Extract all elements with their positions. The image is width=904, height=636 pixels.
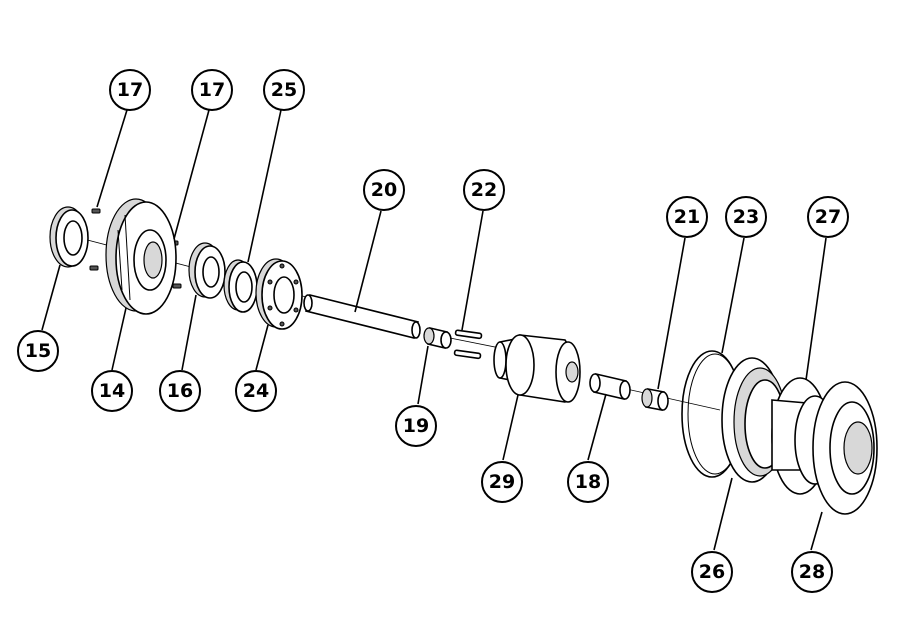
part-25-bearing-ring xyxy=(223,259,258,313)
callout-24: 24 xyxy=(235,370,277,412)
part-18-tube xyxy=(589,373,631,400)
callout-label: 28 xyxy=(799,561,825,583)
callout-label: 14 xyxy=(99,380,125,402)
part-20-shaft xyxy=(303,294,421,339)
callout-16: 16 xyxy=(159,370,201,412)
callout-29: 29 xyxy=(481,461,523,503)
part-28-end-cap xyxy=(812,381,878,515)
callout-14: 14 xyxy=(91,370,133,412)
part-14-housing xyxy=(105,198,177,315)
callout-21: 21 xyxy=(666,196,708,238)
callout-label: 18 xyxy=(575,471,601,493)
callout-label: 23 xyxy=(733,206,759,228)
callout-label: 27 xyxy=(815,206,841,228)
callout-28: 28 xyxy=(791,551,833,593)
part-16-spline-ring xyxy=(188,242,226,299)
part-29-hub xyxy=(493,334,581,403)
part-21-bushing xyxy=(641,388,669,411)
callout-20: 20 xyxy=(363,169,405,211)
part-22-pins xyxy=(453,329,483,360)
callout-26: 26 xyxy=(691,551,733,593)
callout-15: 15 xyxy=(17,330,59,372)
callout-17-top-left: 17 xyxy=(109,69,151,111)
callout-label: 15 xyxy=(25,340,51,362)
callout-18: 18 xyxy=(567,461,609,503)
callout-27: 27 xyxy=(807,196,849,238)
callout-label: 19 xyxy=(403,415,429,437)
leader-lines xyxy=(41,109,827,551)
callout-label: 21 xyxy=(674,206,700,228)
callout-label: 16 xyxy=(167,380,193,402)
callout-label: 24 xyxy=(243,380,269,402)
part-24-flange xyxy=(255,258,303,330)
callout-label: 25 xyxy=(271,79,297,101)
callout-label: 26 xyxy=(699,561,725,583)
callout-label: 29 xyxy=(489,471,515,493)
callout-22: 22 xyxy=(463,169,505,211)
part-19-bushing xyxy=(423,327,452,349)
callout-25: 25 xyxy=(263,69,305,111)
callout-17-top-right: 17 xyxy=(191,69,233,111)
callout-label: 17 xyxy=(199,79,225,101)
callout-label: 17 xyxy=(117,79,143,101)
callout-23: 23 xyxy=(725,196,767,238)
callout-19: 19 xyxy=(395,405,437,447)
callout-label: 22 xyxy=(471,179,497,201)
part-15-seal-ring xyxy=(49,206,89,268)
callout-label: 20 xyxy=(371,179,397,201)
